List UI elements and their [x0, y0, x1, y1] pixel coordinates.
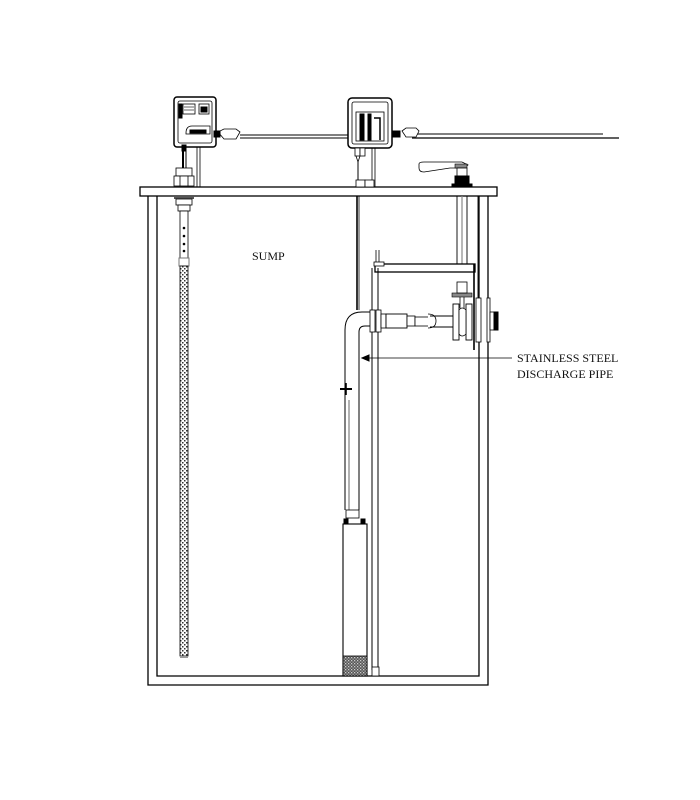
- discharge-pipe-label-line2: DISCHARGE PIPE: [517, 367, 613, 381]
- float-switch: [340, 383, 352, 395]
- sump-cover: [139, 186, 498, 197]
- isolation-valve: [430, 281, 473, 341]
- discharge-pipe: [344, 311, 372, 519]
- control-box-left: [173, 96, 241, 187]
- pump-screen: [342, 655, 368, 677]
- bracket-arm: [373, 250, 476, 350]
- guide-rail: [371, 268, 380, 677]
- wall-flange: [475, 297, 499, 343]
- cable-run: [240, 133, 619, 139]
- discharge-pipe-label-line1: STAINLESS STEEL: [517, 351, 618, 365]
- pipe-coupling: [369, 309, 437, 333]
- access-lever-handle: [418, 161, 473, 188]
- control-box-center: [347, 97, 420, 188]
- submersible-pump: [342, 518, 368, 677]
- label-leader: [360, 354, 512, 362]
- power-cable: [356, 196, 360, 310]
- sump-basin: [147, 195, 489, 686]
- level-sensor-probe: [173, 167, 195, 658]
- sump-label: SUMP: [252, 249, 285, 263]
